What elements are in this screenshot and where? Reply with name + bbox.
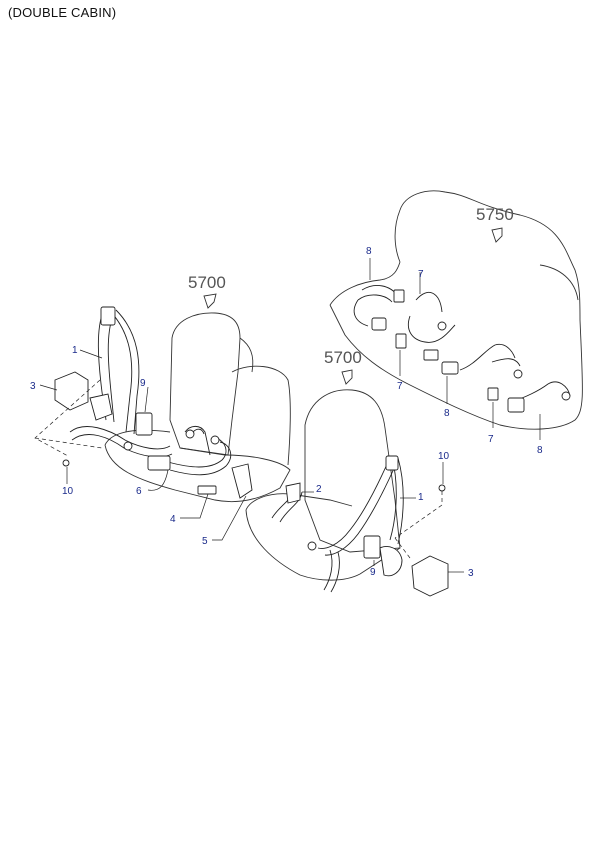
callout: 9 bbox=[370, 567, 376, 578]
callout: 1 bbox=[418, 492, 424, 503]
left-front-seat bbox=[34, 306, 291, 541]
callout: 8 bbox=[366, 246, 372, 257]
rear-bench-seat bbox=[329, 190, 583, 440]
group-code-label: 5700 bbox=[324, 348, 362, 367]
group-code-label: 5750 bbox=[476, 205, 514, 224]
diagram-title: (DOUBLE CABIN) bbox=[8, 5, 117, 20]
callouts-front: 2 1 10 9 3 bbox=[316, 451, 474, 579]
group-code-left: 5700 bbox=[188, 273, 226, 309]
callout: 7 bbox=[418, 269, 424, 280]
callout: 8 bbox=[444, 408, 450, 419]
callout: 2 bbox=[316, 484, 322, 495]
callout: 8 bbox=[537, 445, 543, 456]
callout: 6 bbox=[136, 486, 142, 497]
right-front-seat bbox=[245, 389, 464, 597]
callout: 3 bbox=[468, 568, 474, 579]
callout: 10 bbox=[438, 451, 450, 462]
callout: 7 bbox=[397, 381, 403, 392]
group-code-rear: 5750 bbox=[476, 205, 514, 243]
callout: 10 bbox=[62, 486, 74, 497]
callout: 7 bbox=[488, 434, 494, 445]
callout: 9 bbox=[140, 378, 146, 389]
group-code-right: 5700 bbox=[324, 348, 362, 385]
callouts-left: 1 3 9 10 6 4 5 bbox=[30, 345, 208, 547]
callout: 4 bbox=[170, 514, 176, 525]
callout: 1 bbox=[72, 345, 78, 356]
callouts-rear: 8 7 7 8 7 8 bbox=[366, 246, 543, 456]
callout: 5 bbox=[202, 536, 208, 547]
group-code-label: 5700 bbox=[188, 273, 226, 292]
callout: 3 bbox=[30, 381, 36, 392]
